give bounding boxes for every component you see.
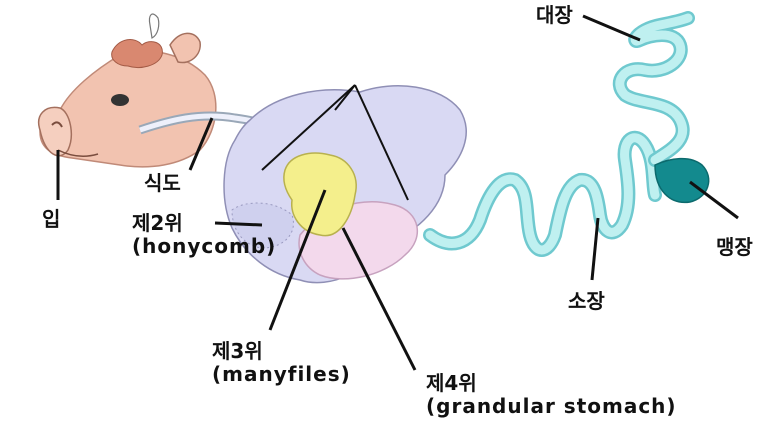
label-second-stomach: 제2위 (honycomb) — [132, 212, 276, 258]
label-third-stomach-note: (manyfiles) — [212, 362, 351, 386]
label-fourth-stomach-note: (grandular stomach) — [426, 394, 677, 418]
label-third-stomach-name: 제3위 — [212, 339, 263, 363]
label-fourth-stomach-name: 제4위 — [426, 371, 477, 395]
label-second-stomach-name: 제2위 — [132, 211, 183, 235]
leader-lines — [56, 14, 739, 371]
label-large-intestine: 대장 — [536, 3, 573, 27]
leader-line-esophagus — [188, 117, 214, 171]
label-cecum: 맹장 — [716, 235, 753, 259]
third-stomach — [283, 152, 357, 237]
cow-nostril — [51, 121, 63, 128]
cow-eye — [111, 94, 129, 106]
label-fourth-stomach: 제4위 (grandular stomach) — [426, 372, 677, 418]
cow-tuft — [111, 39, 163, 69]
leader-line-large-intestine — [582, 14, 641, 42]
label-third-stomach: 제3위 (manyfiles) — [212, 340, 351, 386]
cow-head — [38, 13, 217, 168]
leader-line-cecum — [689, 180, 739, 220]
rumen-pointer-left — [261, 84, 356, 171]
cow-horn — [148, 13, 160, 39]
cow-ear — [169, 32, 201, 64]
leader-line-fourth-stomach — [341, 227, 417, 371]
second-stomach — [231, 202, 294, 249]
rumen-pointer-mid — [334, 84, 356, 111]
rumen-pointer-right — [354, 84, 409, 201]
rumen-pointer-lines — [261, 84, 409, 201]
large-intestine-inner — [615, 13, 693, 165]
cow-muzzle — [38, 106, 72, 157]
leader-line-small-intestine — [590, 217, 600, 281]
leader-line-third-stomach — [268, 189, 327, 331]
cow-mouth-line — [57, 149, 99, 157]
leader-line-second-stomach — [214, 221, 263, 227]
label-second-stomach-note: (honycomb) — [132, 234, 277, 258]
label-mouth: 입 — [42, 207, 61, 231]
cecum — [654, 157, 710, 204]
label-esophagus: 식도 — [144, 171, 181, 195]
label-small-intestine: 소장 — [568, 289, 605, 313]
small-intestine-inner — [425, 133, 660, 255]
